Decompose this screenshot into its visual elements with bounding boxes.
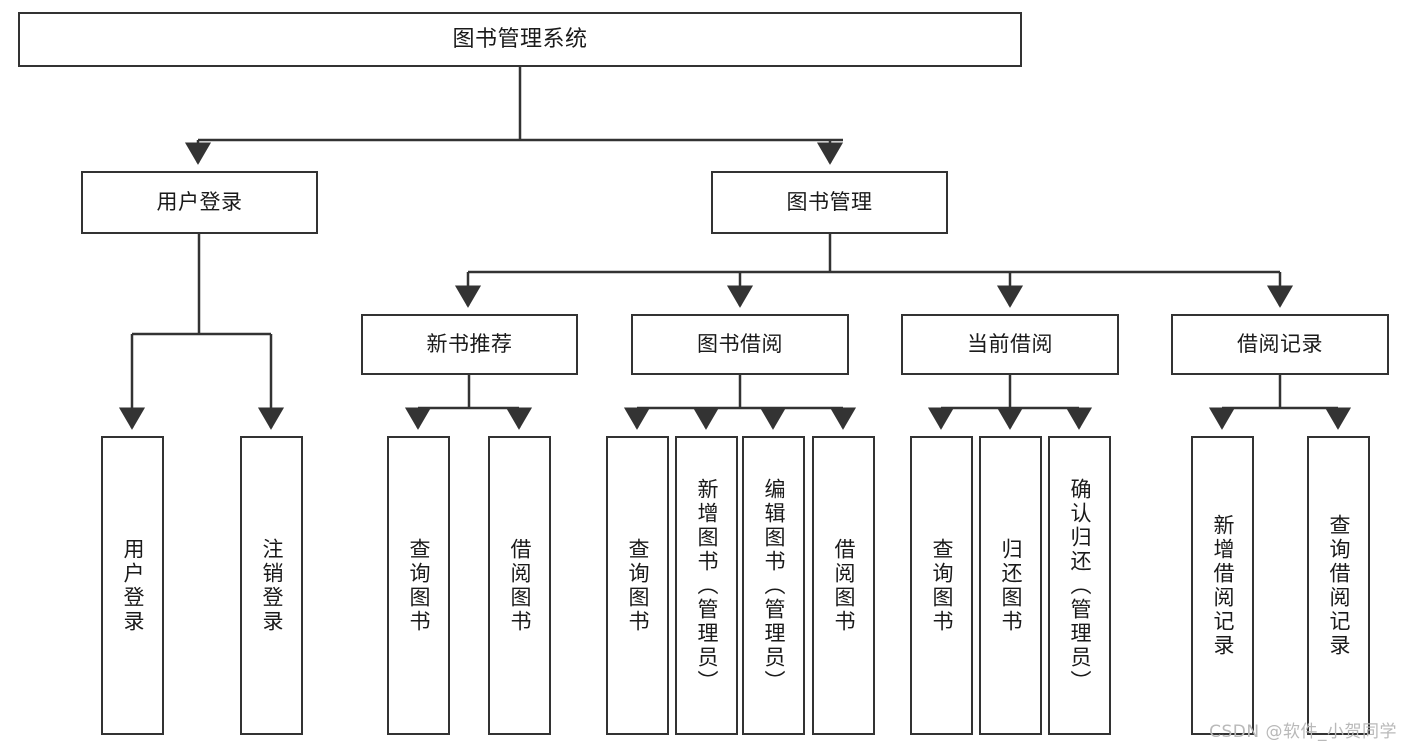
node-label: 用户登录 (156, 190, 243, 215)
node-label: 查询图书 (626, 537, 650, 634)
node-user-login[interactable]: 用户登录 (81, 171, 318, 234)
node-label: 查询借阅记录 (1327, 513, 1351, 658)
node-label: 借阅图书 (508, 537, 532, 634)
node-borrow-record[interactable]: 借阅记录 (1171, 314, 1389, 375)
node-label: 新增图书（管理员） (695, 477, 719, 694)
leaf-current-borrow-query-book[interactable]: 查询图书 (910, 436, 973, 735)
node-label: 确认归还（管理员） (1068, 477, 1092, 694)
node-label: 查询图书 (930, 537, 954, 634)
node-new-book-recommend[interactable]: 新书推荐 (361, 314, 578, 375)
node-label: 借阅图书 (832, 537, 856, 634)
leaf-user-login-signin[interactable]: 用户登录 (101, 436, 164, 735)
leaf-book-borrow-edit-book-admin[interactable]: 编辑图书（管理员） (742, 436, 805, 735)
node-label: 归还图书 (999, 537, 1023, 634)
node-root-book-management-system[interactable]: 图书管理系统 (18, 12, 1022, 67)
node-book-borrow[interactable]: 图书借阅 (631, 314, 849, 375)
leaf-user-login-signout[interactable]: 注销登录 (240, 436, 303, 735)
node-label: 注销登录 (260, 537, 284, 634)
node-current-borrow[interactable]: 当前借阅 (901, 314, 1119, 375)
leaf-current-borrow-return-book[interactable]: 归还图书 (979, 436, 1042, 735)
node-label: 图书管理系统 (452, 26, 588, 52)
node-label: 新书推荐 (426, 332, 513, 357)
leaf-new-book-query-book[interactable]: 查询图书 (387, 436, 450, 735)
leaf-borrow-record-add-record[interactable]: 新增借阅记录 (1191, 436, 1254, 735)
leaf-book-borrow-add-book-admin[interactable]: 新增图书（管理员） (675, 436, 738, 735)
watermark-text: CSDN @软件_小贺同学 (1209, 722, 1397, 742)
node-label: 编辑图书（管理员） (762, 477, 786, 694)
leaf-current-borrow-confirm-return-admin[interactable]: 确认归还（管理员） (1048, 436, 1111, 735)
node-label: 当前借阅 (967, 332, 1053, 357)
node-label: 图书借阅 (697, 332, 783, 357)
node-book-management[interactable]: 图书管理 (711, 171, 948, 234)
node-label: 图书管理 (786, 190, 873, 215)
node-label: 用户登录 (121, 537, 145, 634)
node-label: 查询图书 (407, 537, 431, 634)
leaf-book-borrow-borrow-book[interactable]: 借阅图书 (812, 436, 875, 735)
node-label: 借阅记录 (1237, 332, 1323, 357)
node-label: 新增借阅记录 (1211, 513, 1235, 658)
leaf-new-book-borrow-book[interactable]: 借阅图书 (488, 436, 551, 735)
leaf-borrow-record-query-record[interactable]: 查询借阅记录 (1307, 436, 1370, 735)
leaf-book-borrow-query-book[interactable]: 查询图书 (606, 436, 669, 735)
